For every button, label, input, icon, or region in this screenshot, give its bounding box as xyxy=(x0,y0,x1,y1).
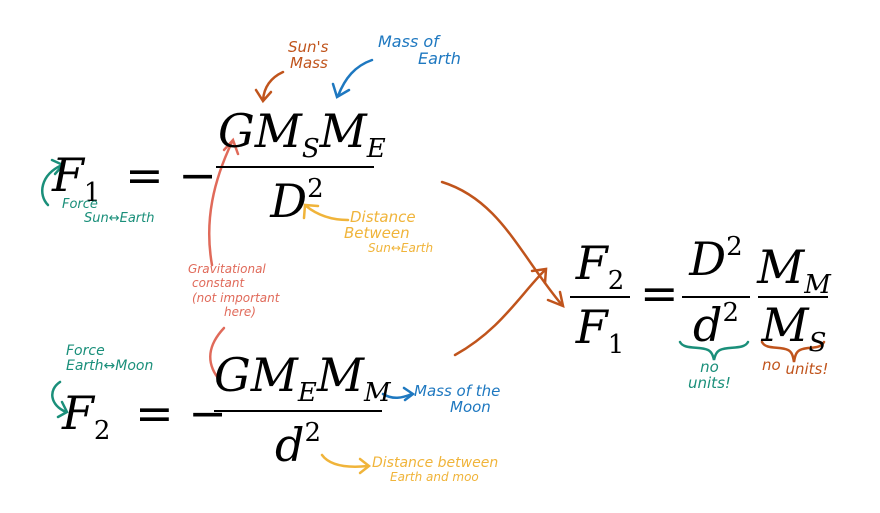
mass-of-moon-arrowhead xyxy=(402,386,416,402)
f1-fraction-bar xyxy=(216,166,374,168)
brace-teal xyxy=(678,340,750,361)
f2-lhs: F2 = − xyxy=(62,386,227,446)
f2-denominator: d2 xyxy=(275,418,321,472)
combine-arrowhead-2 xyxy=(530,267,548,285)
distance-sun-earth-arrow xyxy=(304,204,350,222)
ratio-f2: F2 xyxy=(575,236,625,296)
combine-arrowhead xyxy=(546,290,565,309)
mass-of-earth-note: Mass of Earth xyxy=(378,32,461,68)
combine-arrow-top xyxy=(440,180,564,307)
no-units-note-2: no units! xyxy=(762,356,829,378)
force-earth-moon-arrowhead xyxy=(56,400,69,419)
force-sun-earth-arrowhead xyxy=(50,158,66,176)
suns-mass-arrow xyxy=(261,70,285,102)
ratio-f1: F1 xyxy=(575,300,625,360)
mass-of-moon-arrow xyxy=(381,392,414,399)
ratio-mid-bar xyxy=(682,296,750,298)
gravitational-constant-note: Gravitational constant (not important he… xyxy=(188,262,280,320)
suns-mass-note: Sun's Mass xyxy=(288,38,329,72)
gravitational-constant-arrow-down xyxy=(209,326,226,380)
distance-earth-moon-note: Distance between Earth and moo xyxy=(372,455,499,484)
brace-orange xyxy=(760,340,826,363)
ratio-D2: D2 xyxy=(689,232,743,286)
force-sun-earth-arrow xyxy=(40,163,64,207)
no-units-note-1: no units! xyxy=(688,358,731,392)
distance-earth-moon-arrowhead xyxy=(358,457,372,475)
force-earth-moon-note: Force Earth↔Moon xyxy=(66,343,154,374)
mass-of-moon-note: Mass of the Moon xyxy=(414,382,501,416)
f2-numerator: GMEMM xyxy=(214,348,391,408)
ratio-MS: MS xyxy=(761,298,827,358)
f1-denominator: D2 xyxy=(270,174,324,228)
f2-fraction-bar xyxy=(214,410,382,412)
distance-sun-earth-arrowhead xyxy=(302,203,320,220)
gravitational-constant-arrow-up xyxy=(207,140,234,267)
force-sun-earth-note: Force Sun↔Earth xyxy=(62,197,155,226)
ratio-right-bar xyxy=(758,296,828,298)
ratio-equals: = xyxy=(640,266,679,320)
distance-earth-moon-arrow xyxy=(320,453,370,468)
ratio-left-bar xyxy=(570,296,630,298)
f1-lhs: F1 = − xyxy=(52,148,217,208)
f1-numerator: GMSME xyxy=(218,104,386,164)
ratio-MM: MM xyxy=(757,240,831,300)
suns-mass-arrowhead xyxy=(254,88,273,104)
ratio-d2: d2 xyxy=(693,298,739,352)
mass-of-earth-arrowhead xyxy=(331,82,351,99)
distance-sun-earth-note: Distance Between Sun↔Earth xyxy=(344,208,434,255)
force-earth-moon-arrow xyxy=(51,380,68,414)
mass-of-earth-arrow xyxy=(336,58,374,98)
combine-arrow-bottom xyxy=(453,268,547,357)
gravitational-constant-arrowhead-up xyxy=(222,137,240,156)
